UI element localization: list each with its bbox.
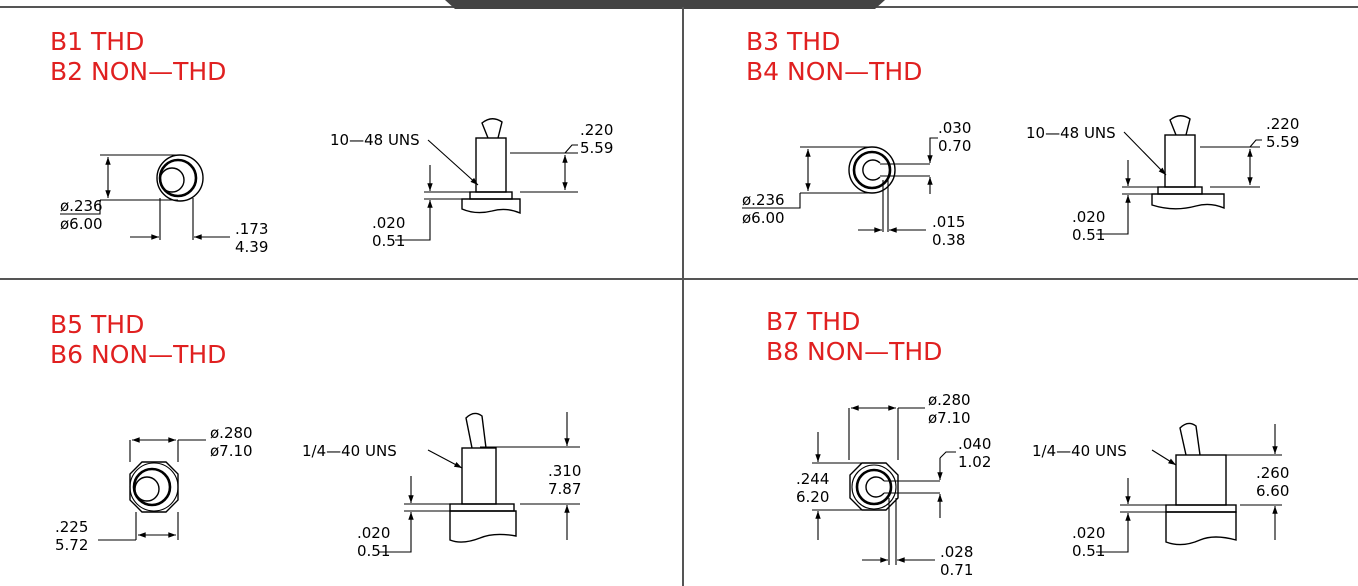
panel-title-line2: B6 NON—THD [50,340,226,369]
dim-height-mm: 5.59 [580,139,613,157]
dim-width-in: .225 [55,518,88,536]
dim-base-in: .020 [372,214,405,232]
thread-label: 10—48 UNS [330,131,420,149]
dim-base-mm: 0.51 [372,232,405,250]
dim-gap-in: .028 [940,543,973,561]
dim-diameter-in: ø.236 [60,197,103,215]
dim-base-in: .020 [1072,524,1105,542]
toggle-lever [1179,422,1201,456]
toggle-lever [481,118,503,139]
toggle-lever [1169,115,1191,136]
dim-height-mm: 5.59 [1266,133,1299,151]
end-view: .030 0.70 .015 0.38 ø.236 ø6.00 [742,119,971,249]
dim-diameter-in: ø.280 [928,391,971,409]
side-view: 10—48 UNS .220 5.59 .020 0.51 [330,118,613,250]
dim-base-in: .020 [1072,208,1105,226]
thread-label: 1/4—40 UNS [302,442,397,460]
dim-diameter-mm: ø6.00 [60,215,103,233]
dim-end-height-mm: 6.20 [796,488,829,506]
panel-title-line2: B4 NON—THD [746,57,922,86]
dim-height-in: .220 [1266,115,1299,133]
dim-end-height-in: .244 [796,470,829,488]
end-view: ø.236 ø6.00 .173 4.39 [60,154,268,256]
dim-gap-mm: 0.71 [940,561,973,579]
end-view: ø.280 ø7.10 .225 5.72 [55,424,253,554]
thread-label: 1/4—40 UNS [1032,442,1127,460]
dim-diameter-in: ø.236 [742,191,785,209]
dim-height-mm: 7.87 [548,480,581,498]
panel-title-line1: B5 THD [50,310,144,339]
side-view: 10—48 UNS .220 5.59 .020 0.51 [1026,115,1299,244]
dim-slot-in: .030 [938,119,971,137]
title-tab [445,0,885,9]
dim-slot-mm: 1.02 [958,453,991,471]
dim-width-mm: 4.39 [235,238,268,256]
dim-gap-mm: 0.38 [932,231,965,249]
dim-diameter-mm: ø7.10 [210,442,253,460]
toggle-lever [465,412,487,449]
panel-title-line2: B2 NON—THD [50,57,226,86]
dim-diameter-mm: ø6.00 [742,209,785,227]
dim-gap-in: .015 [932,213,965,231]
dim-diameter-mm: ø7.10 [928,409,971,427]
dim-diameter-in: ø.280 [210,424,253,442]
dim-height-mm: 6.60 [1256,482,1289,500]
dim-width-in: .173 [235,220,268,238]
dim-base-mm: 0.51 [1072,226,1105,244]
dim-base-in: .020 [357,524,390,542]
dim-width-mm: 5.72 [55,536,88,554]
panel-b7-b8: B7 THD B8 NON—THD ø.280 ø7.10 .244 6.20 [766,307,1289,579]
dim-height-in: .260 [1256,464,1289,482]
dim-base-mm: 0.51 [1072,542,1105,560]
panel-title-line1: B3 THD [746,27,840,56]
panel-title-line1: B1 THD [50,27,144,56]
panel-title-line1: B7 THD [766,307,860,336]
dim-base-mm: 0.51 [357,542,390,560]
panel-title-line2: B8 NON—THD [766,337,942,366]
side-view: 1/4—40 UNS .310 7.87 .020 0.51 [302,412,581,560]
dim-height-in: .310 [548,462,581,480]
dim-height-in: .220 [580,121,613,139]
panel-b1-b2: B1 THD B2 NON—THD ø.236 ø6.00 .173 4.39 … [50,27,613,256]
thread-label: 10—48 UNS [1026,124,1116,142]
dim-slot-in: .040 [958,435,991,453]
panel-b3-b4: B3 THD B4 NON—THD .030 0.70 .015 0.38 ø.… [742,27,1299,249]
panel-b5-b6: B5 THD B6 NON—THD ø.280 ø7.10 .225 5.72 … [50,310,581,560]
side-view: 1/4—40 UNS .260 6.60 .020 0.51 [1032,422,1289,560]
dim-slot-mm: 0.70 [938,137,971,155]
end-view: ø.280 ø7.10 .244 6.20 .040 1.02 .028 0. [796,391,991,579]
